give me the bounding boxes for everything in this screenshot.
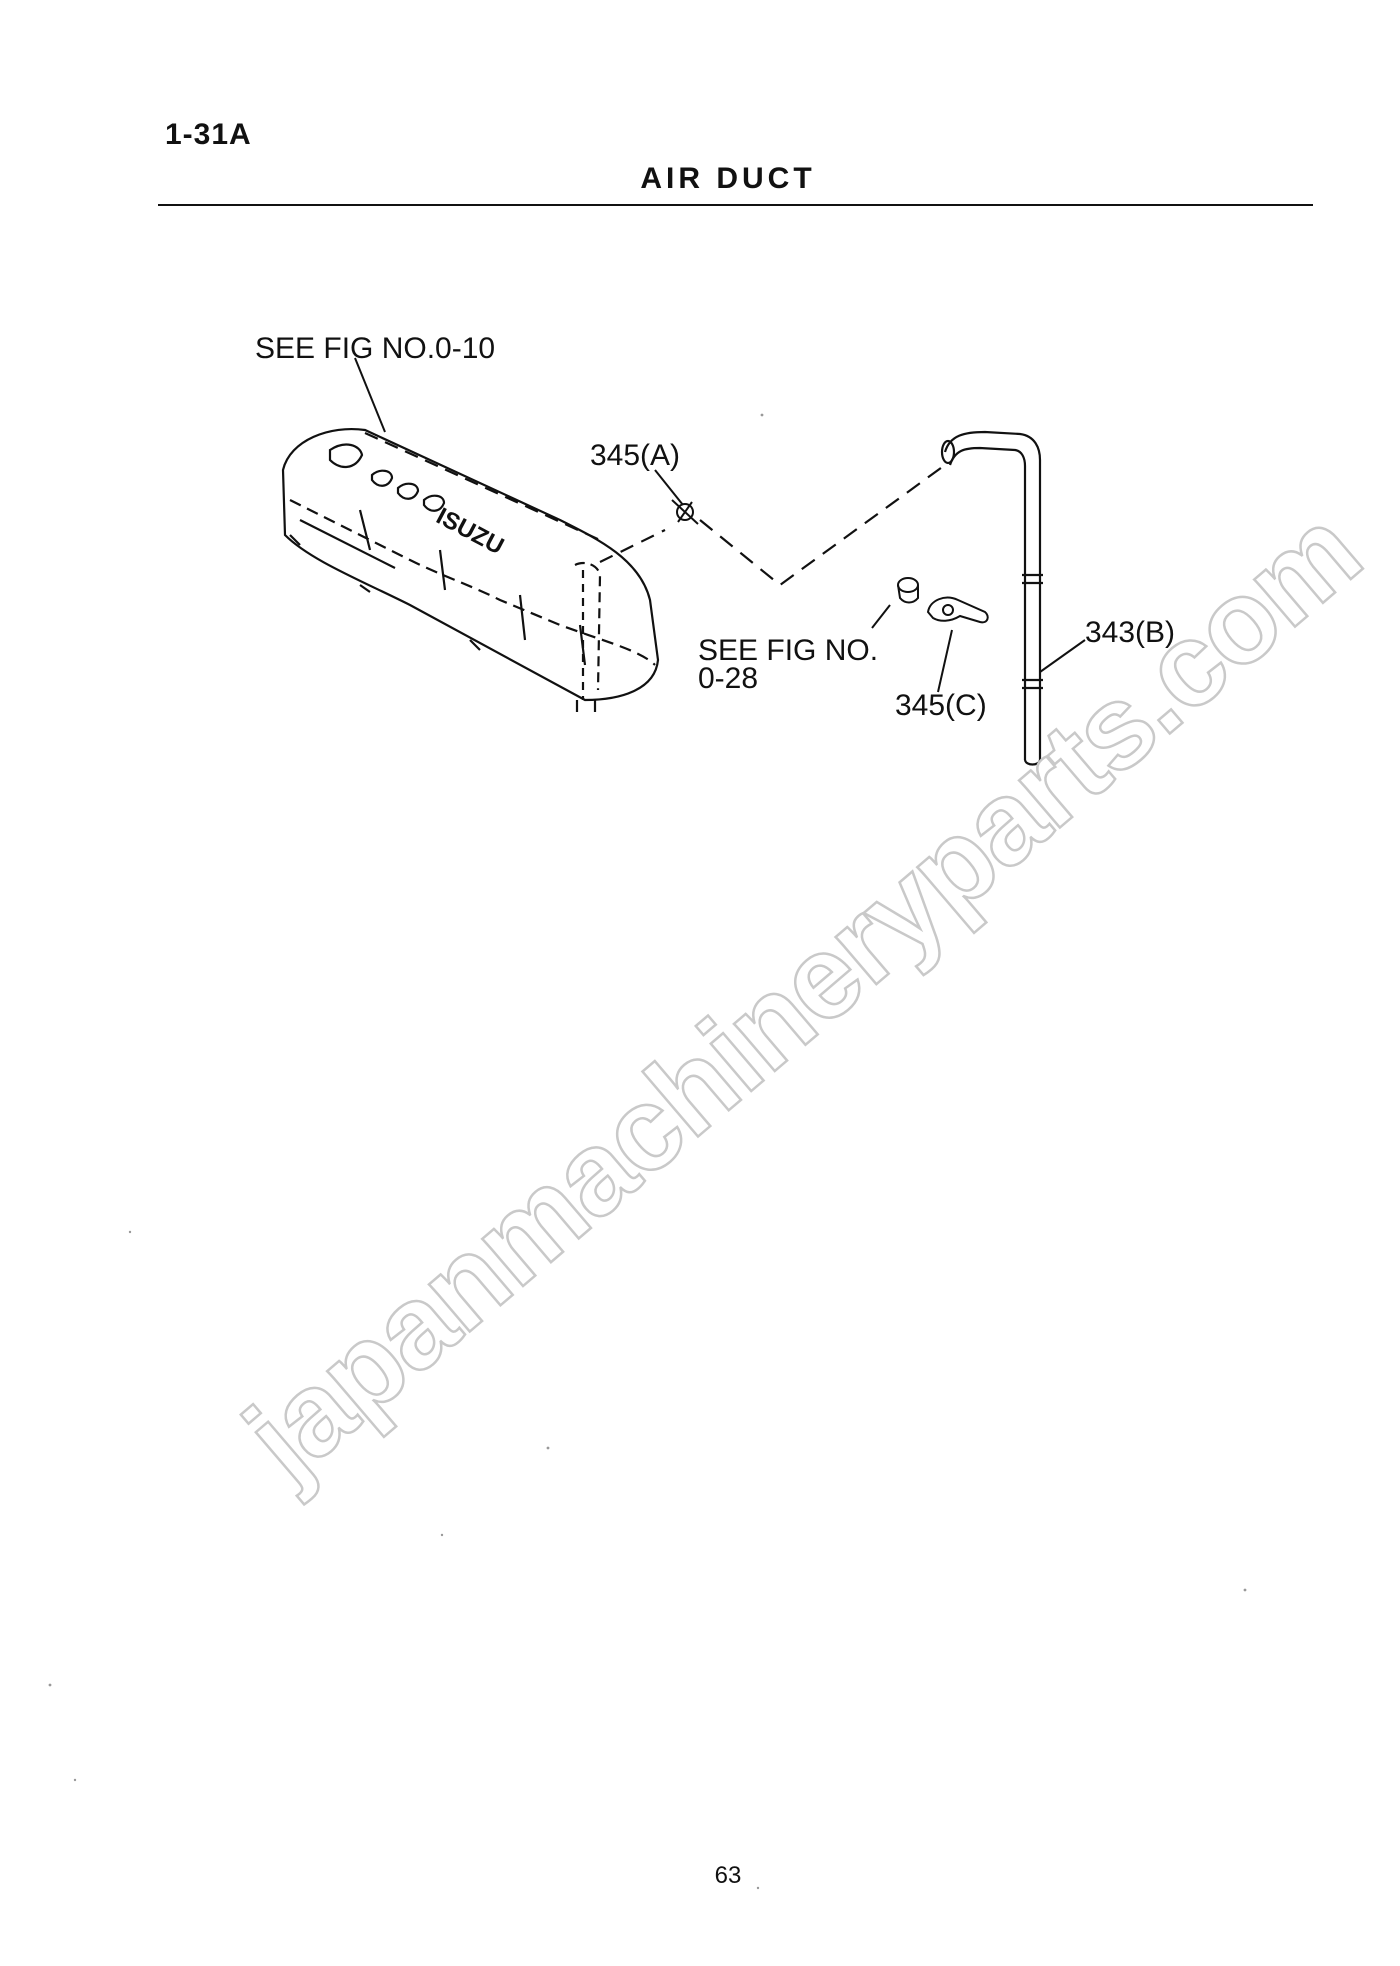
- callout-see-fig-0-10: SEE FIG NO.0-10: [255, 332, 495, 365]
- leader-line-345c: [937, 629, 953, 693]
- callout-345a: 345(A): [590, 439, 680, 472]
- leader-line-0-28: [871, 604, 891, 629]
- clamp-345c: [926, 596, 989, 624]
- page-number: 63: [714, 1862, 742, 1889]
- air-duct-hose: [599, 430, 1043, 766]
- leader-line-see-fig-0-10: [354, 357, 386, 433]
- figure-number: 1-31A: [165, 118, 252, 151]
- title-divider: [158, 204, 1313, 206]
- callout-345c: 345(C): [895, 689, 987, 722]
- page-title: AIR DUCT: [640, 162, 816, 195]
- leader-line-343b: [1039, 639, 1086, 673]
- callout-343b: 343(B): [1085, 616, 1175, 649]
- grommet-part: [897, 577, 919, 604]
- isuzu-logo-text: ISUZU: [432, 503, 508, 561]
- leader-line-345a: [654, 469, 684, 506]
- callout-see-fig-line2: 0-28: [698, 662, 758, 695]
- callout-see-fig-line1: SEE FIG NO.: [698, 634, 878, 667]
- scan-specks: [48, 413, 1247, 1890]
- clip-345a: [671, 499, 699, 525]
